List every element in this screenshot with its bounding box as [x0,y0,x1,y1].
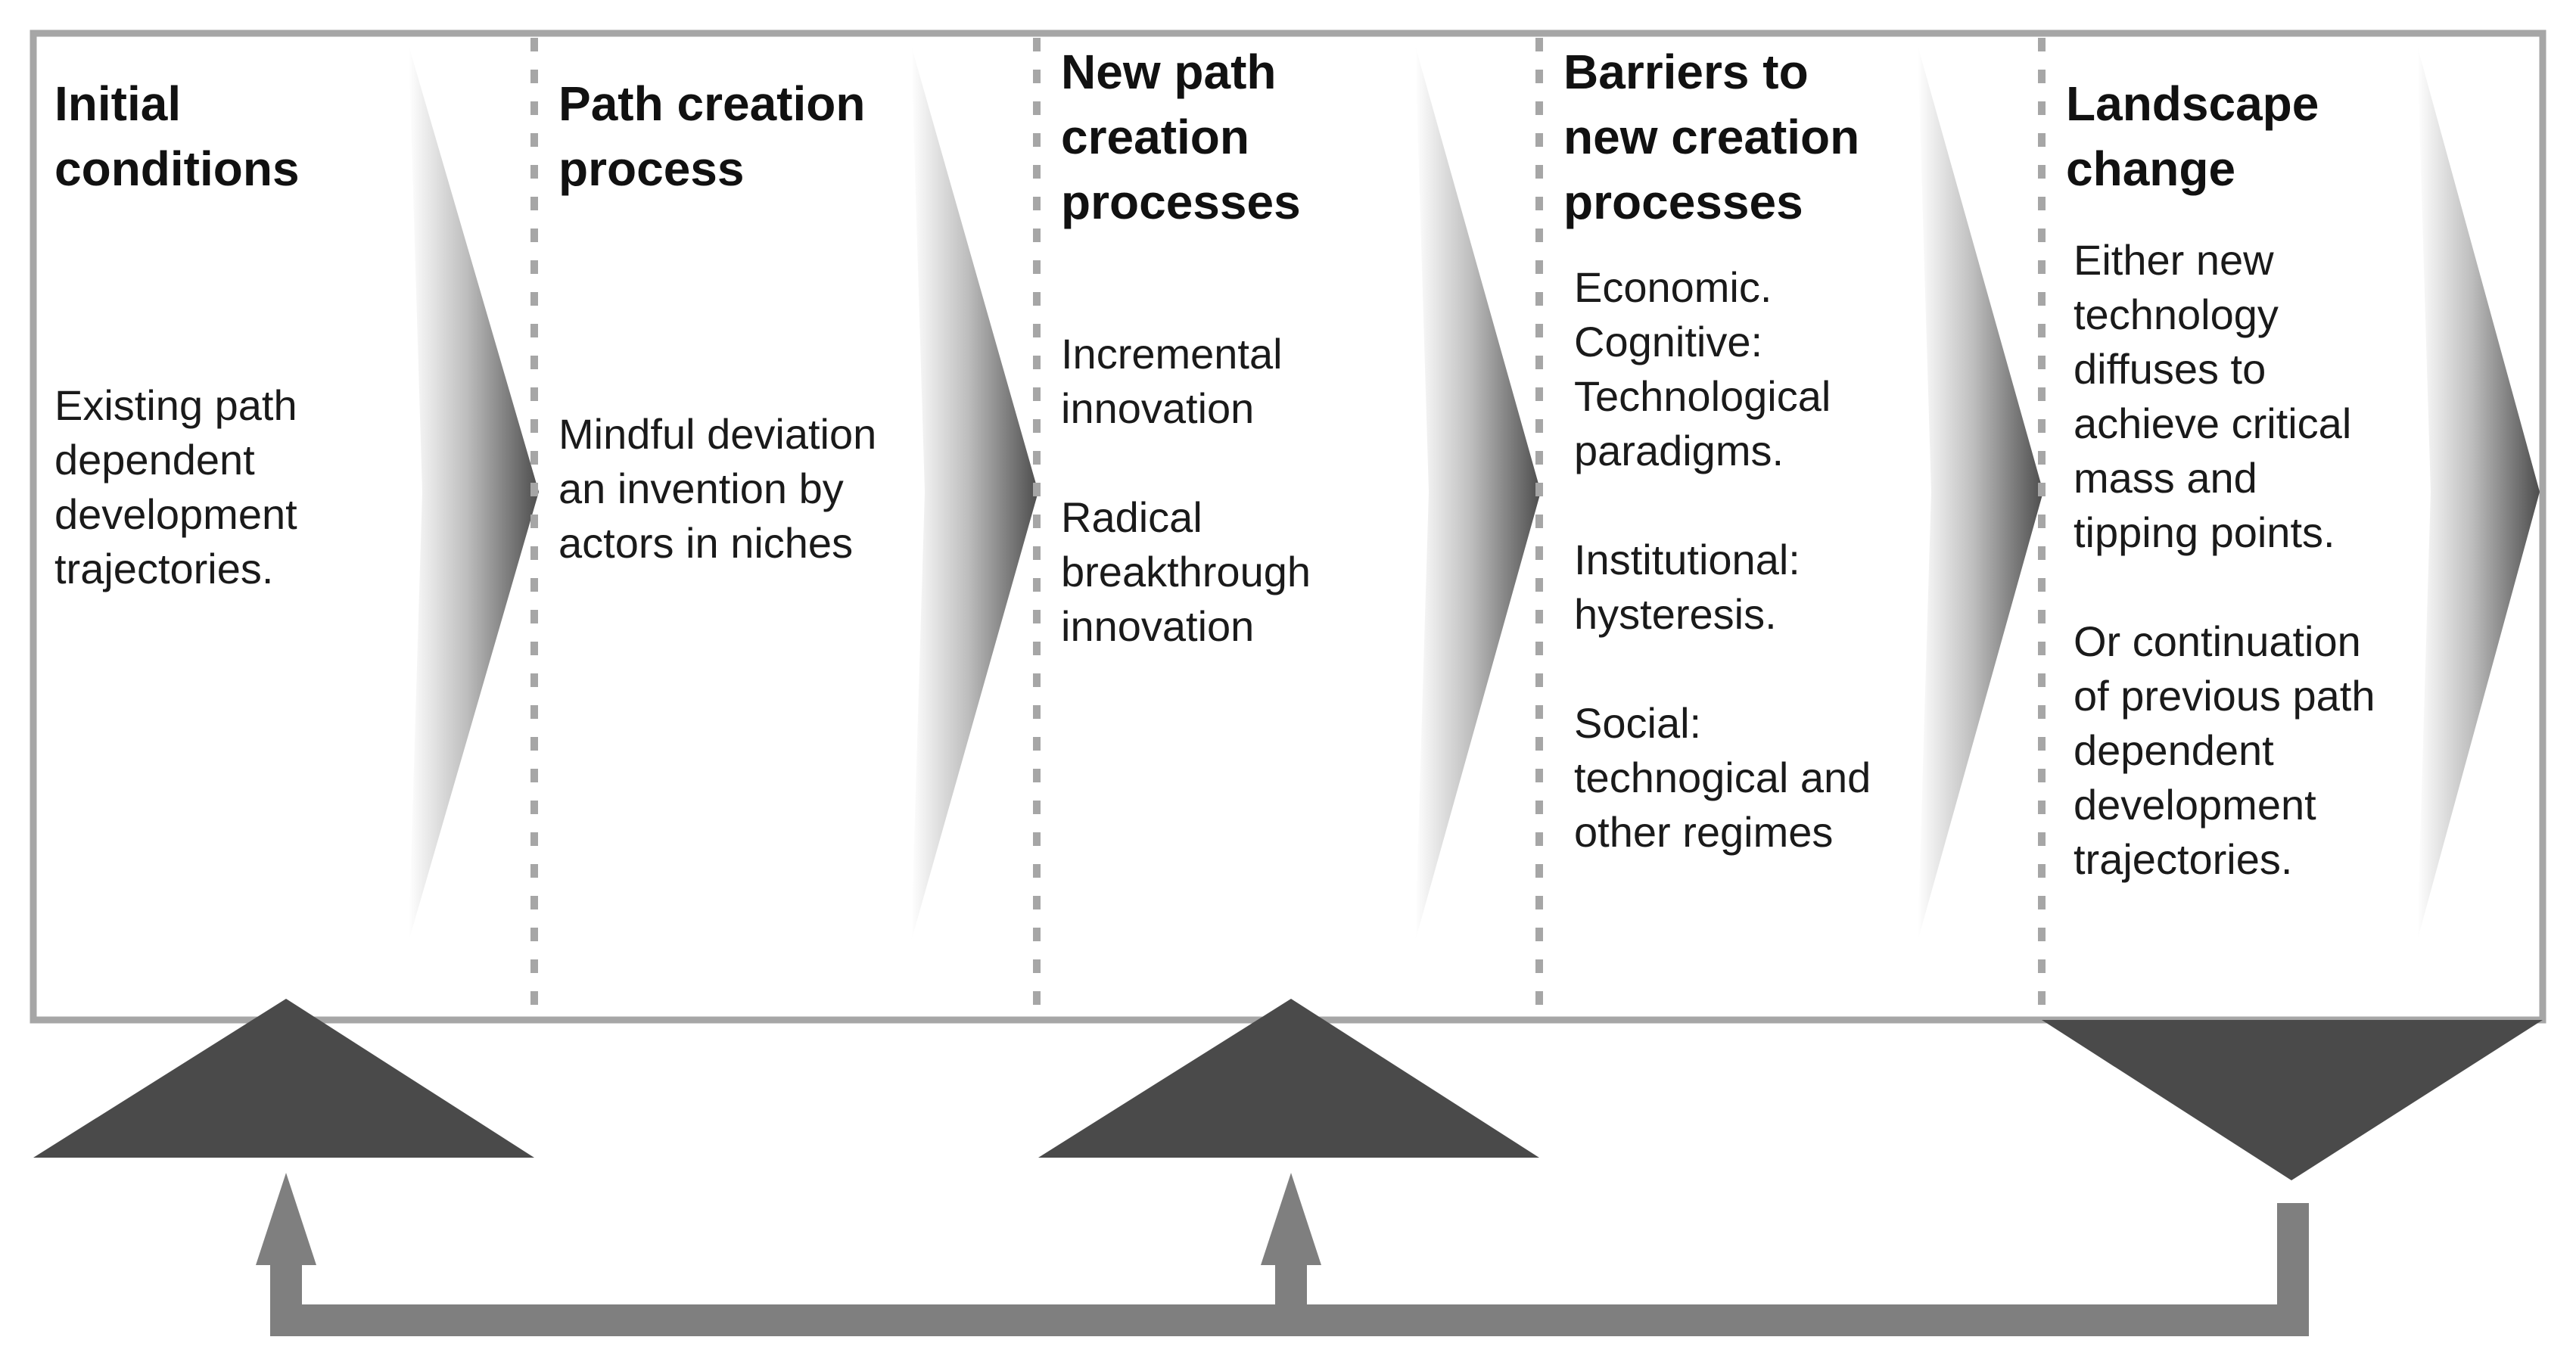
stage-3-paragraph-2: Radical breakthrough innovation [1061,493,1311,650]
stage-2-paragraph: Mindful deviation an invention by actors… [558,410,877,567]
stage-4-chevron [1918,45,2043,941]
stage-1-paragraph: Existing path dependent development traj… [54,381,297,592]
stage-5-paragraph-2: Or continuation of previous path depende… [2074,617,2375,883]
stage-2-title: Path creation process [558,76,866,196]
stage-3-title: New path creation processes [1061,45,1301,229]
stage-4-paragraph-3: Social: technogical and other regimes [1574,699,1871,856]
stage-1-body: Existing path dependent development traj… [54,378,410,596]
feedback-arrowhead-left [256,1173,316,1265]
stage-4-body: Economic. Cognitive: Technological parad… [1574,260,1922,860]
stage-1-chevron [409,45,539,941]
stage-4-title: Barriers to new creation processes [1563,45,1860,229]
stage-3-chevron [1415,45,1541,941]
stage-5-paragraph-1: Either new technology diffuses to achiev… [2074,236,2352,556]
initial-conditions-triangle [33,999,534,1158]
stage-5-title: Landscape change [2066,76,2319,196]
feedback-arrowhead-middle [1261,1173,1321,1265]
new-path-triangle [1038,999,1539,1158]
stage-5-chevron [2417,45,2540,941]
stage-1-title: Initial conditions [54,76,300,196]
stage-5-body: Either new technology diffuses to achiev… [2074,233,2422,887]
landscape-change-triangle [2042,1020,2543,1180]
stage-2-chevron [911,45,1038,941]
stage-3-body: Incremental innovation Radical breakthro… [1061,327,1417,654]
stage-3-paragraph-1: Incremental innovation [1061,330,1283,432]
stage-4-paragraph-2: Institutional: hysteresis. [1574,536,1800,638]
stage-2-body: Mindful deviation an invention by actors… [558,407,914,571]
stage-4-paragraph-1: Economic. Cognitive: Technological parad… [1574,263,1831,474]
